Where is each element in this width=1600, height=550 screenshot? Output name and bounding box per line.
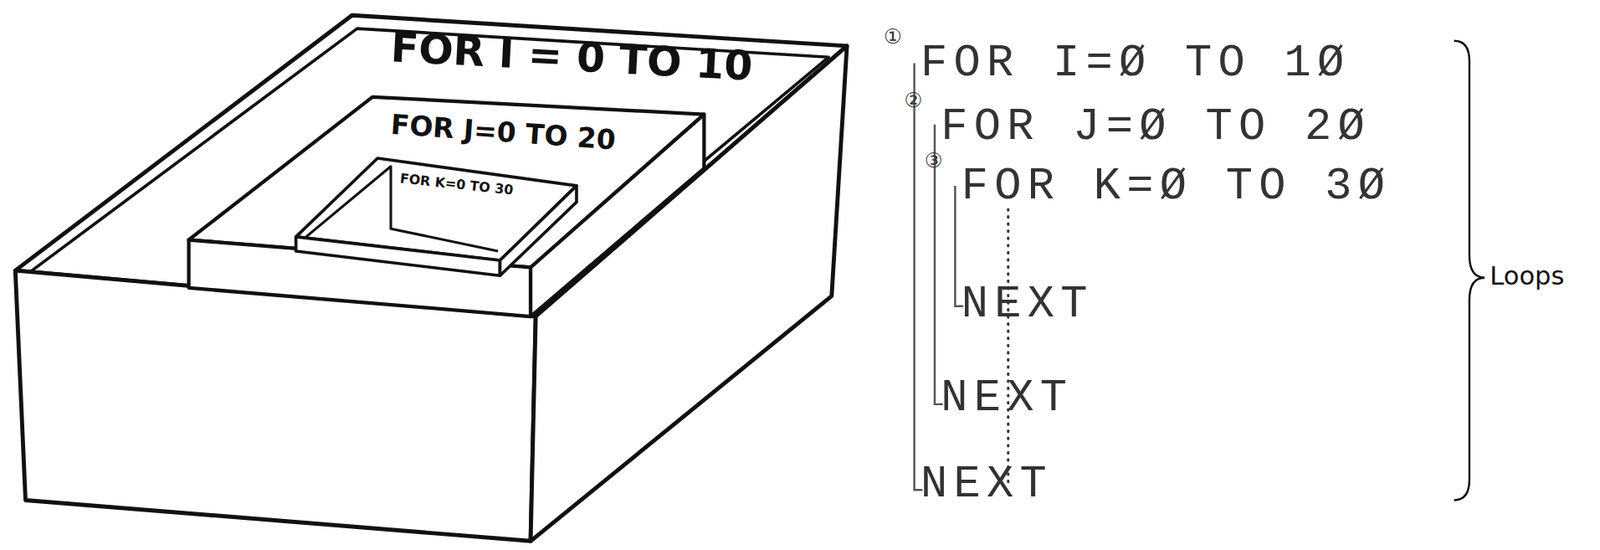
dotted-line bbox=[1006, 209, 1010, 488]
code-line: NEXT bbox=[920, 461, 1053, 507]
loop-box: FOR J=0 TO 20FOR K=0 TO 30 bbox=[183, 92, 709, 322]
loop-box: FOR K=0 TO 30 bbox=[291, 153, 583, 281]
code-line: FOR K=Ø TO 3Ø bbox=[961, 163, 1392, 209]
code-line: NEXT bbox=[940, 375, 1073, 421]
code-line: FOR I=Ø TO 1Ø bbox=[920, 41, 1351, 87]
callout-number: ② bbox=[903, 89, 923, 110]
code-line: FOR J=Ø TO 2Ø bbox=[940, 103, 1371, 149]
code-line: NEXT bbox=[961, 282, 1094, 328]
tray-outline bbox=[291, 153, 583, 281]
loop-box: FOR I = 0 TO 10FOR J=0 TO 20FOR K=0 TO 3… bbox=[10, 10, 852, 546]
curly-brace bbox=[1454, 41, 1486, 501]
brace-label: Loops bbox=[1489, 263, 1565, 289]
callout-number: ① bbox=[883, 26, 903, 47]
callout-number: ③ bbox=[924, 149, 944, 170]
